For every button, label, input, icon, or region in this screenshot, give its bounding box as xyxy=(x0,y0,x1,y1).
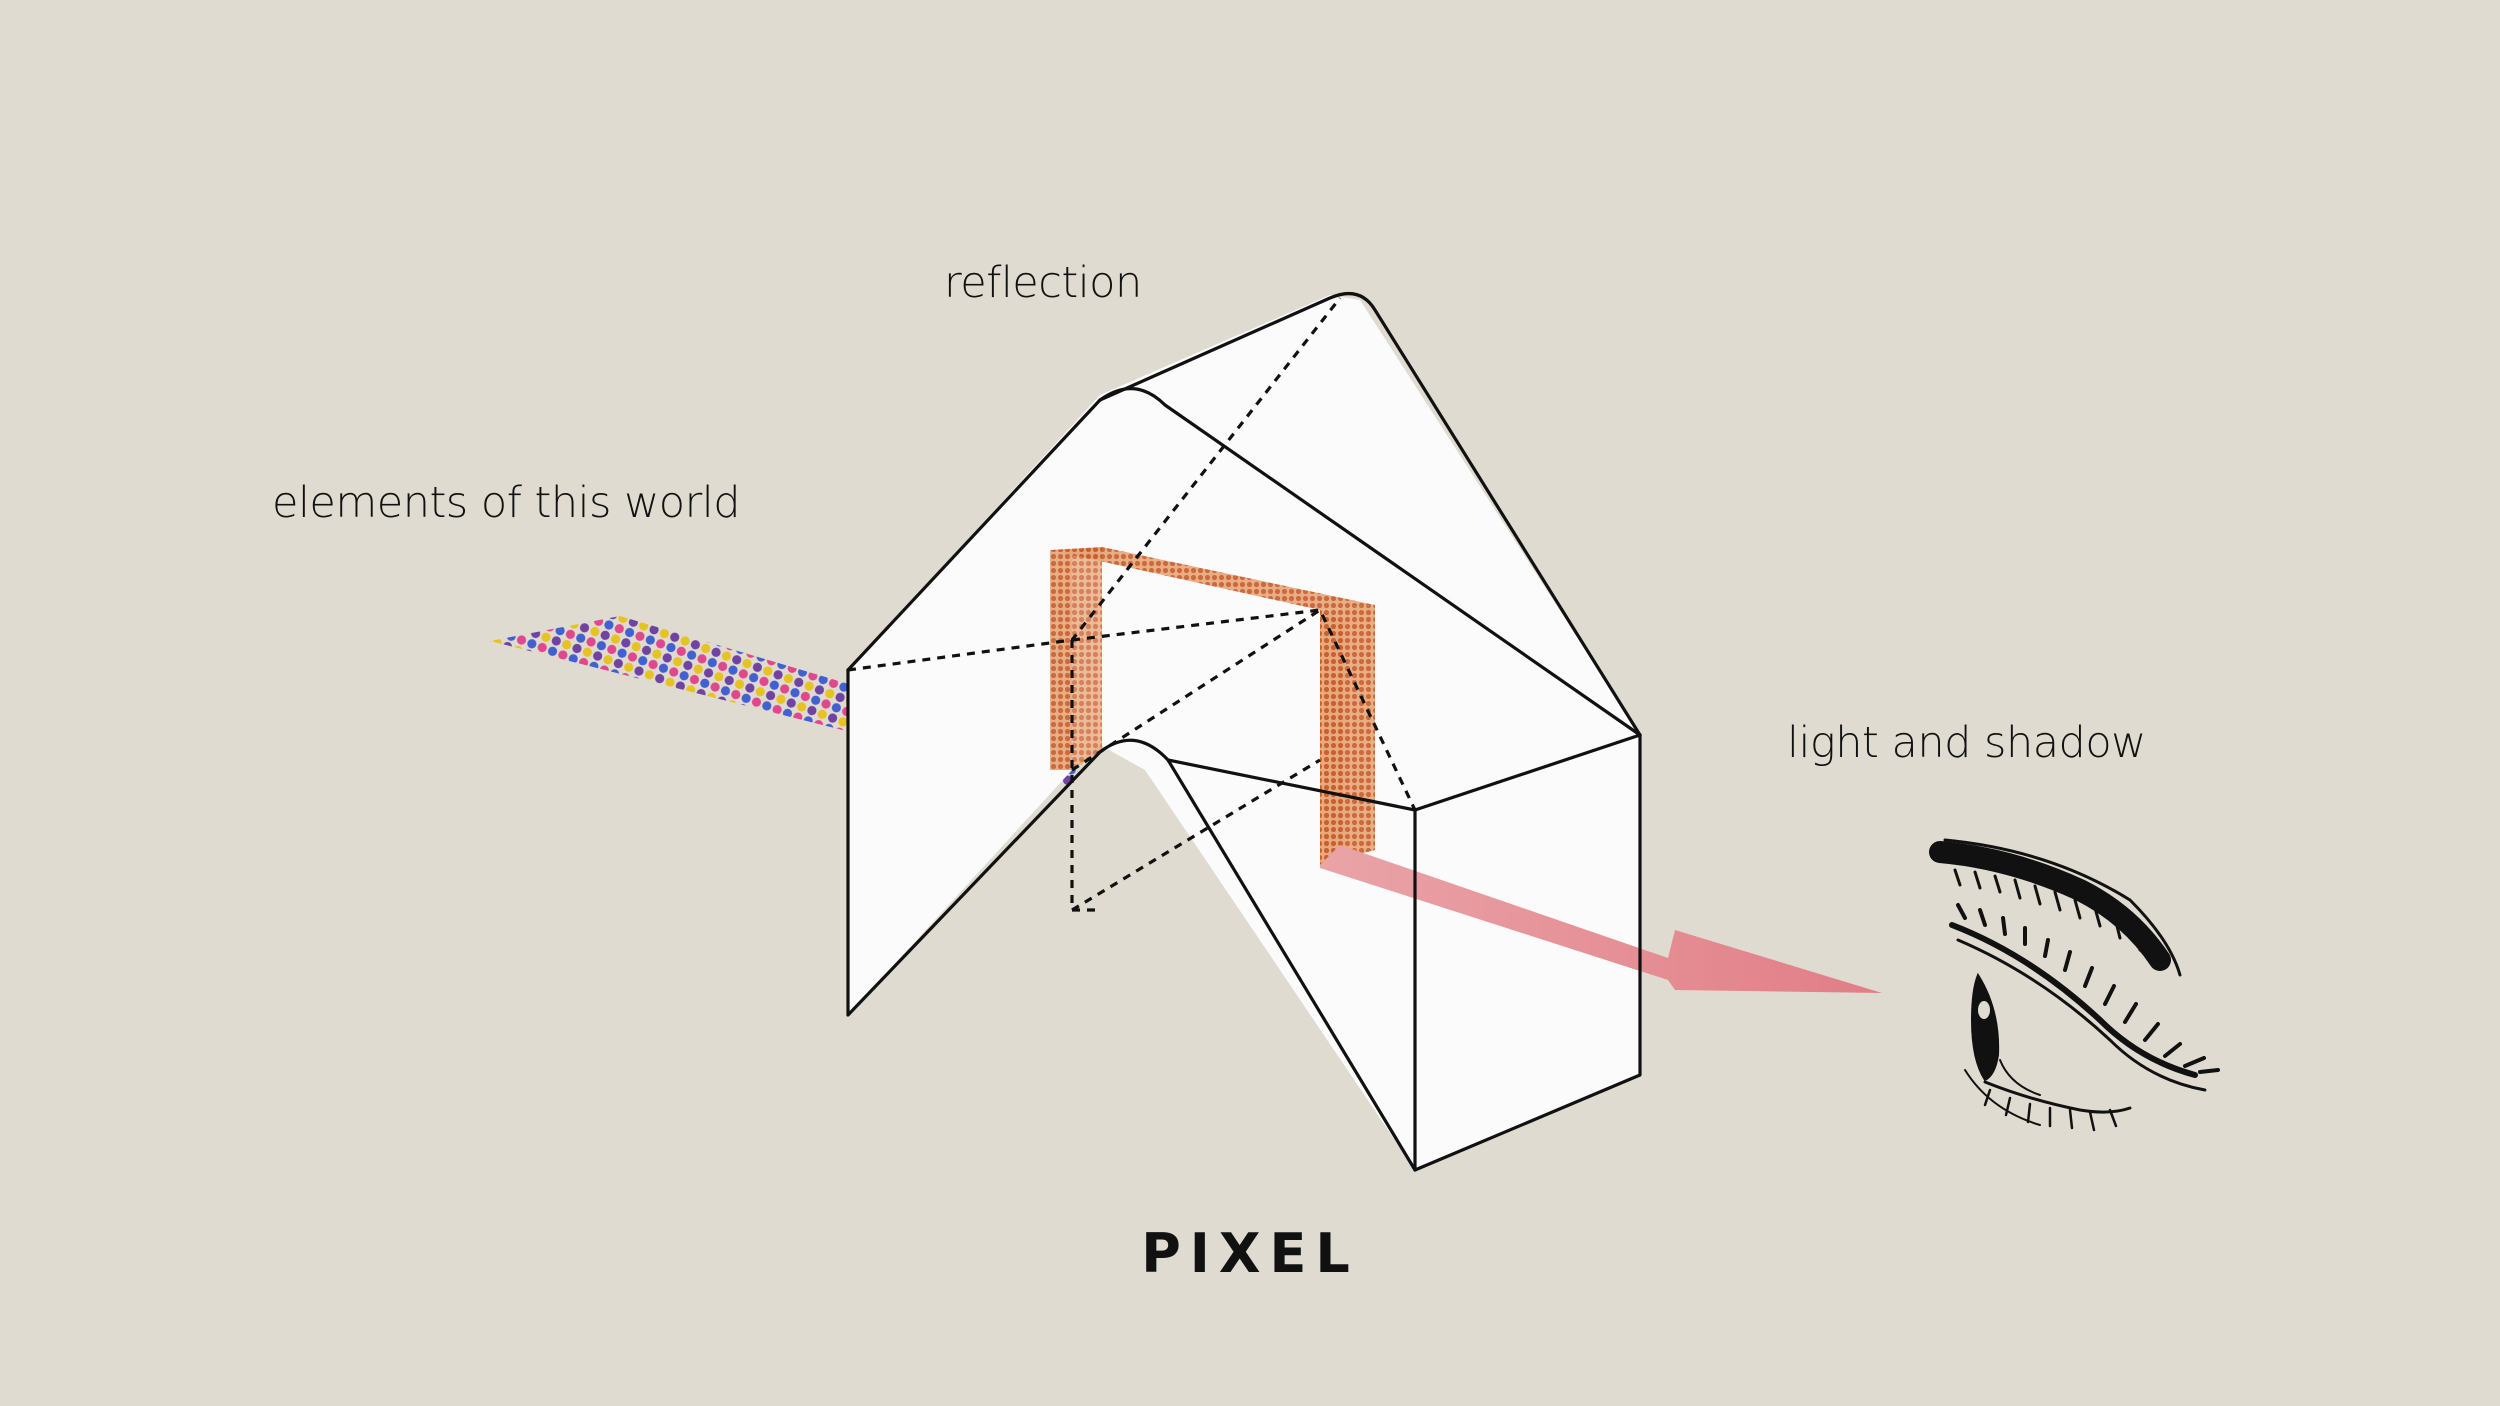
prism-body xyxy=(848,295,1640,1170)
elements-of-this-world-label: elements of this world xyxy=(272,478,741,528)
eye-icon xyxy=(1929,838,2220,1132)
diagram-title: PIXEL xyxy=(1141,1222,1359,1285)
prism-hidden-edges xyxy=(847,297,1417,912)
light-and-shadow-label: light and shadow xyxy=(1787,718,2146,768)
reflection-beam xyxy=(1050,547,1375,865)
reflection-label: reflection xyxy=(944,258,1142,308)
outgoing-light-arrow xyxy=(1320,845,1882,993)
